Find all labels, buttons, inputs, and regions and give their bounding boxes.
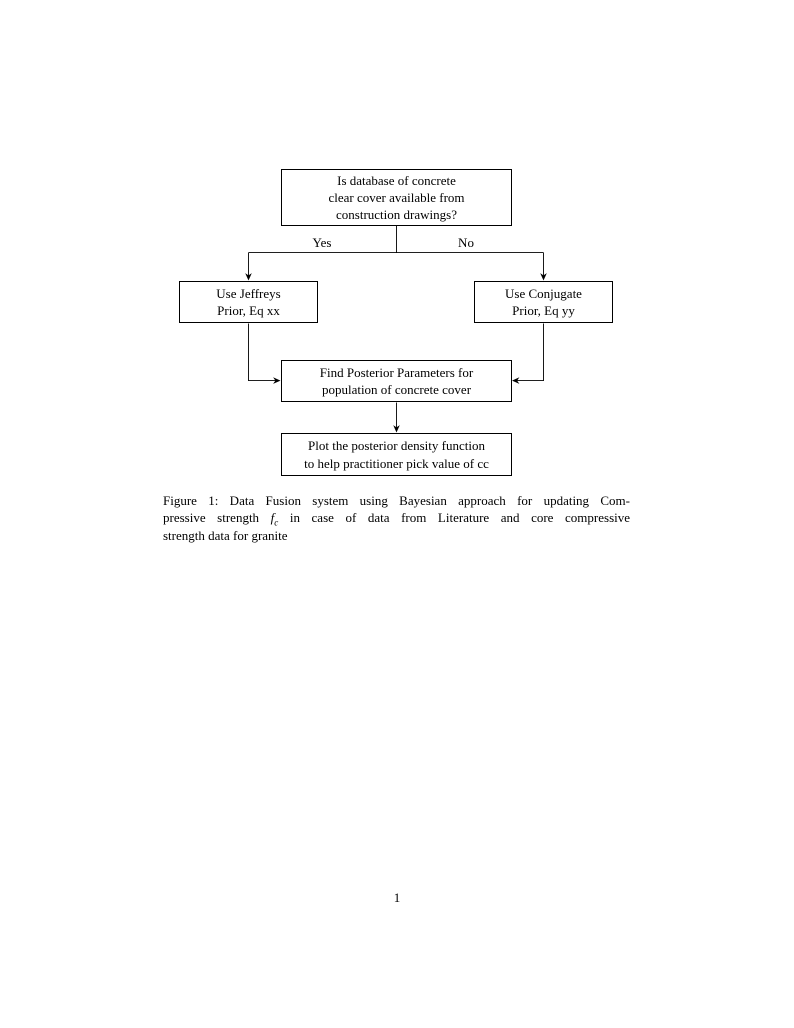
math-fc-subscript: c <box>274 518 279 528</box>
edge-question-branch <box>248 226 544 254</box>
node-jeffreys-line-2: Prior, Eq xx <box>217 303 280 318</box>
edge-label-no: No <box>456 235 476 250</box>
edge-conjugate-posterior <box>513 323 544 382</box>
caption-line2-text-pre: pressive strength <box>163 510 260 526</box>
caption-line2-text-post: in case of data from Literature and core… <box>289 510 631 526</box>
node-posterior-line-2: population of concrete cover <box>321 382 472 397</box>
flowchart-node-plot-density: Plot the posterior density function to h… <box>281 433 512 476</box>
figure-caption: Figure 1: Data Fusion system using Bayes… <box>163 492 630 544</box>
node-question-line-3: construction drawings? <box>336 207 457 223</box>
arrowhead-jeffreys-posterior <box>273 377 281 384</box>
node-conjugate-line-1: Use Conjugate <box>505 285 582 301</box>
figure-caption-line-2: pressive strength fc in case of data fro… <box>163 509 631 528</box>
flowchart-node-jeffreys-prior: Use Jeffreys Prior, Eq xx <box>179 281 318 323</box>
node-question-line-2: clear cover available from <box>328 189 465 205</box>
node-question-line-1: Is database of concrete <box>337 172 456 188</box>
flowchart-node-conjugate-prior: Use Conjugate Prior, Eq yy <box>474 281 613 323</box>
page-number: 1 <box>393 890 401 905</box>
node-jeffreys-line-1: Use Jeffreys <box>216 285 281 301</box>
arrowhead-no <box>540 273 547 281</box>
flowchart-node-question: Is database of concrete clear cover avai… <box>281 169 512 226</box>
arrowhead-conjugate-posterior <box>512 377 520 384</box>
math-fc-base: f <box>270 510 275 526</box>
math-fc-symbol: fc <box>270 510 279 528</box>
figure-caption-line-3: strength data for granite <box>163 527 288 543</box>
flowchart-node-posterior-parameters: Find Posterior Parameters for population… <box>281 360 512 402</box>
node-plot-line-2: to help practitioner pick value of cc <box>304 455 489 471</box>
arrowhead-posterior-plot <box>393 425 400 433</box>
edge-jeffreys-posterior <box>248 323 279 382</box>
node-posterior-line-1: Find Posterior Parameters for <box>319 364 474 380</box>
arrowhead-yes <box>245 273 252 281</box>
node-conjugate-line-2: Prior, Eq yy <box>512 303 575 318</box>
figure-caption-line-1: Figure 1: Data Fusion system using Bayes… <box>163 493 630 508</box>
node-plot-line-1: Plot the posterior density function <box>308 438 485 454</box>
edge-label-yes: Yes <box>310 235 334 250</box>
